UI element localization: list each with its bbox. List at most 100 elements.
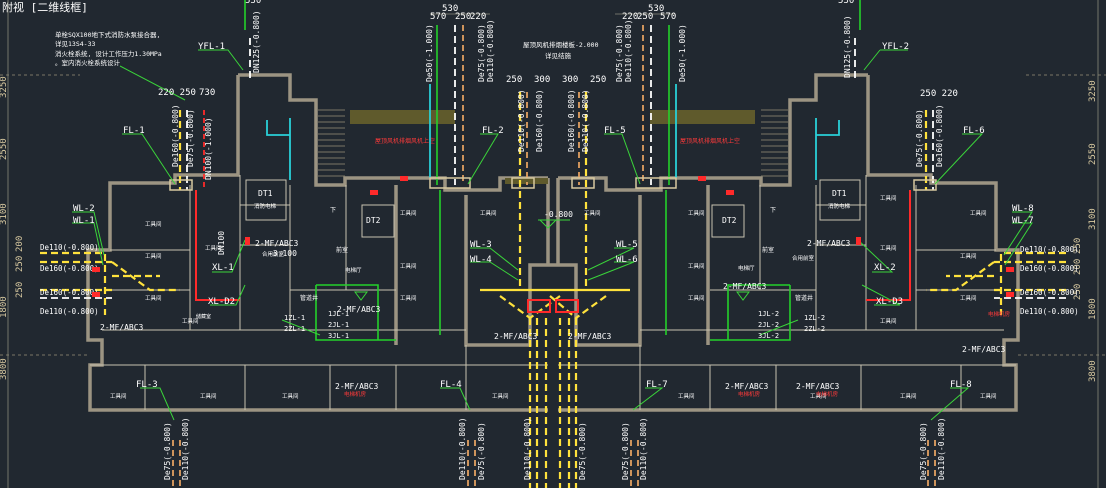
svg-text:De160(-0.800): De160(-0.800) [1020, 288, 1079, 297]
svg-text:电梯机房: 电梯机房 [816, 390, 839, 398]
svg-text:工具间: 工具间 [584, 209, 601, 217]
svg-text:合用前室: 合用前室 [262, 250, 285, 258]
svg-text:De160(-0.800): De160(-0.800) [40, 288, 99, 297]
svg-text:YFL-2: YFL-2 [882, 42, 909, 52]
svg-text:250: 250 [637, 12, 653, 22]
svg-text:De75(-0.800): De75(-0.800) [621, 422, 630, 480]
svg-text:De160(-0.800): De160(-0.800) [40, 264, 99, 273]
svg-text:2-MF/ABC3: 2-MF/ABC3 [255, 239, 299, 248]
svg-text:3JL-2: 3JL-2 [758, 332, 779, 340]
svg-text:2-MF/ABC3: 2-MF/ABC3 [962, 345, 1006, 354]
svg-text:2JL-1: 2JL-1 [328, 321, 349, 329]
svg-text:工具间: 工具间 [200, 392, 217, 400]
svg-text:工具间: 工具间 [880, 194, 897, 202]
svg-text:De110(-0.800): De110(-0.800) [486, 19, 495, 82]
svg-text:工具间: 工具间 [980, 392, 997, 400]
svg-text:2-MF/ABC3: 2-MF/ABC3 [568, 332, 612, 341]
red-note-left: 屋顶风机排烟风机上空 [375, 137, 435, 145]
svg-text:前室: 前室 [762, 246, 774, 254]
svg-text:2-MF/ABC3: 2-MF/ABC3 [100, 323, 144, 332]
svg-text:工具间: 工具间 [400, 209, 417, 217]
svg-text:工具间: 工具间 [400, 294, 417, 302]
svg-text:De110(-0.800): De110(-0.800) [1020, 307, 1079, 316]
svg-text:DN100: DN100 [217, 231, 226, 255]
svg-text:3100: 3100 [1088, 208, 1098, 230]
svg-text:FL-8: FL-8 [950, 380, 972, 390]
right-dimension-column: 3250 2550 3100 250 200 250 1800 3800 [1073, 0, 1099, 488]
svg-text:工具间: 工具间 [960, 294, 977, 302]
svg-text:详见13S4-33: 详见13S4-33 [55, 39, 95, 48]
svg-text:2-MF/ABC3: 2-MF/ABC3 [494, 332, 538, 341]
svg-text:工具间: 工具间 [960, 252, 977, 260]
svg-text:570: 570 [430, 12, 446, 22]
svg-text:De75(-0.800): De75(-0.800) [915, 109, 924, 167]
svg-text:De75(-0.800): De75(-0.800) [615, 24, 624, 82]
svg-text:电梯机房: 电梯机房 [738, 390, 761, 398]
svg-text:工具间: 工具间 [688, 262, 705, 270]
svg-text:530: 530 [838, 0, 854, 6]
svg-text:工具间: 工具间 [492, 392, 509, 400]
svg-text:De110(-0.800): De110(-0.800) [1020, 245, 1079, 254]
svg-text:220: 220 [622, 12, 638, 22]
svg-text:电梯机房: 电梯机房 [344, 390, 367, 398]
svg-text:电梯厅: 电梯厅 [345, 266, 362, 274]
leader-lines [72, 49, 1033, 421]
svg-text:De110(-0.800): De110(-0.800) [624, 19, 633, 82]
svg-text:管道井: 管道井 [300, 294, 318, 302]
svg-text:2ZL-1: 2ZL-1 [284, 325, 305, 333]
svg-text:De110(-0.800): De110(-0.800) [458, 417, 467, 480]
svg-text:工具间: 工具间 [900, 392, 917, 400]
svg-text:De75(-0.800): De75(-0.800) [578, 422, 587, 480]
svg-text:3100: 3100 [0, 203, 9, 225]
svg-text:De50(-1.000): De50(-1.000) [678, 24, 687, 82]
svg-text:工具间: 工具间 [400, 262, 417, 270]
svg-text:250: 250 [1073, 284, 1083, 300]
svg-text:De160(-0.800): De160(-0.800) [535, 89, 544, 152]
svg-text:2ZL-2: 2ZL-2 [804, 325, 825, 333]
svg-text:工具间: 工具间 [145, 220, 162, 228]
center-pipes [172, 190, 936, 488]
svg-text:工具间: 工具间 [688, 294, 705, 302]
svg-text:FL-4: FL-4 [440, 380, 462, 390]
svg-text:1JL-1: 1JL-1 [328, 310, 349, 318]
side-pipe-labels: De110(-0.800) De160(-0.800) De160(-0.800… [40, 243, 1079, 316]
svg-text:工具间: 工具间 [678, 392, 695, 400]
svg-text:WL-1: WL-1 [73, 216, 95, 226]
svg-text:工具间: 工具间 [145, 252, 162, 260]
svg-text:200: 200 [1073, 259, 1083, 275]
svg-text:De160(-0.800): De160(-0.800) [935, 104, 944, 167]
svg-text:WL-2: WL-2 [73, 204, 95, 214]
svg-text:250: 250 [15, 282, 25, 298]
svg-text:2550: 2550 [1088, 143, 1098, 165]
svg-text:DT1: DT1 [258, 189, 273, 198]
svg-text:XL-1: XL-1 [212, 263, 234, 273]
svg-text:2-MF/ABC3: 2-MF/ABC3 [335, 382, 379, 391]
svg-text:220: 220 [470, 12, 486, 22]
svg-text:De110(-0.800): De110(-0.800) [937, 417, 946, 480]
svg-text:WL-4: WL-4 [470, 255, 492, 265]
svg-text:消防电梯: 消防电梯 [254, 202, 277, 210]
svg-text:De110(-0.800): De110(-0.800) [523, 417, 532, 480]
svg-text:730: 730 [199, 88, 215, 98]
svg-text:De110(-0.800): De110(-0.800) [517, 89, 526, 152]
svg-text:XL-D2: XL-D2 [208, 297, 235, 307]
svg-text:300: 300 [534, 75, 550, 85]
svg-text:DT2: DT2 [366, 216, 381, 225]
svg-text:570: 570 [660, 12, 676, 22]
svg-text:工具间: 工具间 [182, 317, 199, 325]
svg-text:DN125(-0.800): DN125(-0.800) [843, 15, 852, 78]
svg-text:300: 300 [562, 75, 578, 85]
svg-text:工具间: 工具间 [810, 392, 827, 400]
svg-text:前室: 前室 [336, 246, 348, 254]
svg-text:De50(-1.000): De50(-1.000) [425, 24, 434, 82]
svg-text:消火栓系统, 设计工作压力1.30MPa: 消火栓系统, 设计工作压力1.30MPa [55, 49, 162, 58]
svg-text:200: 200 [15, 236, 25, 252]
svg-text:FL-2: FL-2 [482, 126, 504, 136]
svg-text:De160(-0.800): De160(-0.800) [1020, 264, 1079, 273]
svg-text:De110(-0.800): De110(-0.800) [639, 417, 648, 480]
svg-text:3800: 3800 [1088, 360, 1098, 382]
svg-text:2-MF/ABC3: 2-MF/ABC3 [337, 305, 381, 314]
svg-text:3800: 3800 [0, 358, 9, 380]
svg-text:De75(-0.800): De75(-0.800) [186, 109, 195, 167]
